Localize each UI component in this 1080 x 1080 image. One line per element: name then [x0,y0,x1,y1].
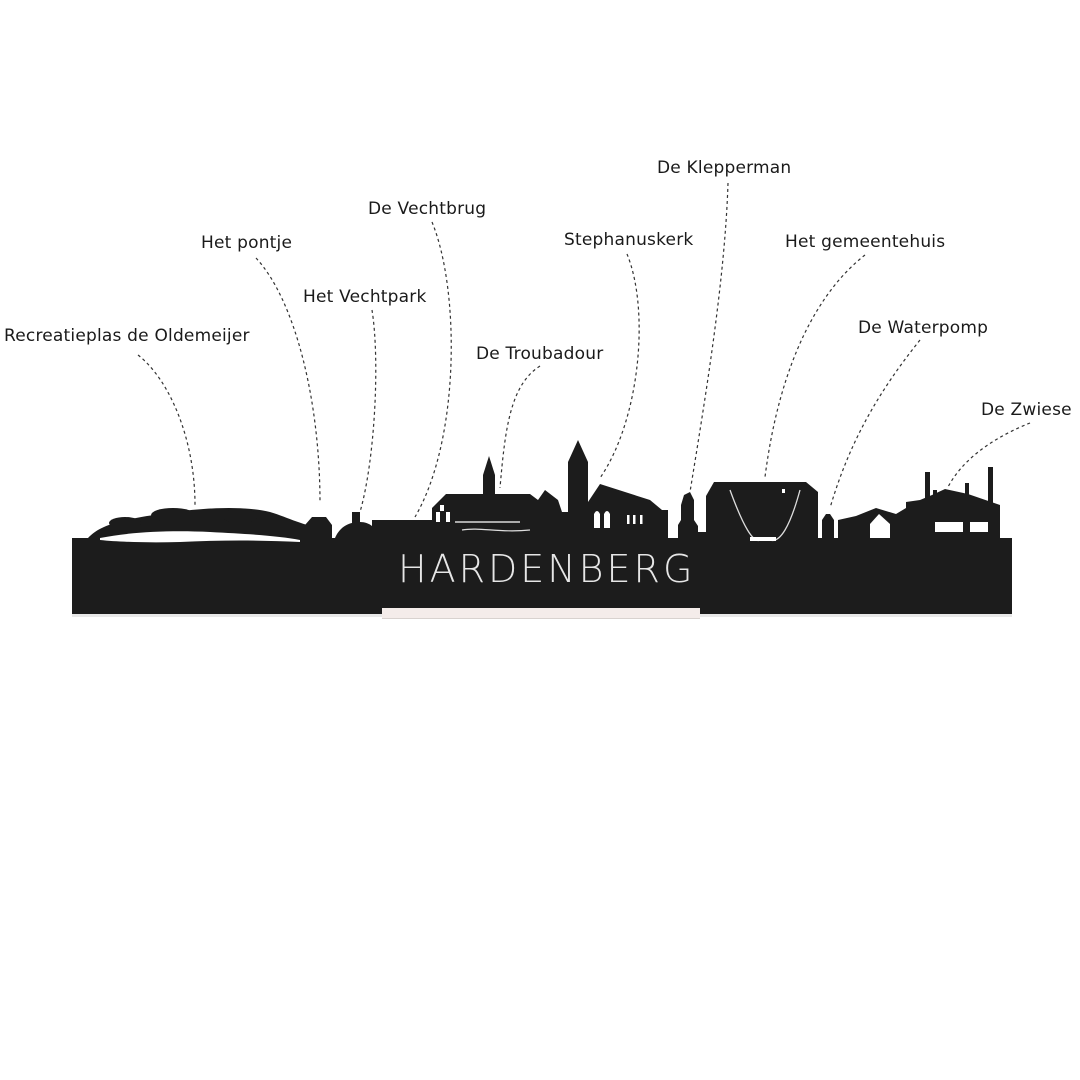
label-recreatieplas: Recreatieplas de Oldemeijer [4,326,250,346]
label-de-vechtbrug: De Vechtbrug [368,199,487,219]
label-het-gemeentehuis: Het gemeentehuis [785,232,946,252]
label-het-pontje: Het pontje [201,233,293,253]
label-de-waterpomp: De Waterpomp [858,318,989,338]
label-de-klepperman: De Klepperman [657,158,792,178]
label-het-vechtpark: Het Vechtpark [303,287,427,307]
label-stephanuskerk: Stephanuskerk [564,230,694,250]
city-name: HARDENBERG [398,547,696,591]
label-de-zwiese: De Zwiese [981,400,1072,420]
display-stand [382,608,700,619]
leader-lines [137,182,1031,518]
label-de-troubadour: De Troubadour [476,344,604,364]
